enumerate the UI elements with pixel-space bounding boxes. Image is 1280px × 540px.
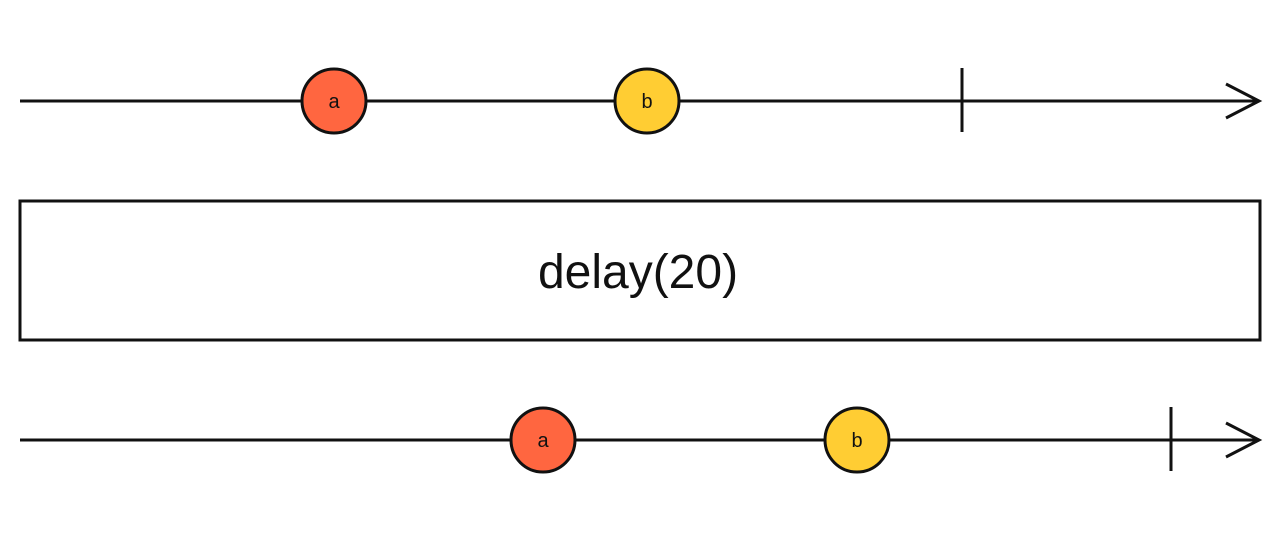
input-marble-b-label: b <box>641 91 652 113</box>
input-marble-a: a <box>300 67 368 135</box>
input-marble-b: b <box>613 67 681 135</box>
output-marble-b-circle <box>823 406 891 474</box>
input-arrow-head <box>1225 82 1263 120</box>
output-marble-a: a <box>509 406 577 474</box>
operator-label: delay(20) <box>538 246 738 299</box>
operator-box: delay(20) <box>18 199 1262 342</box>
input-stream: a b <box>20 67 1263 135</box>
output-marble-a-circle <box>509 406 577 474</box>
output-marble-a-label: a <box>537 430 549 452</box>
input-marble-b-circle <box>613 67 681 135</box>
output-marble-b-label: b <box>851 430 862 452</box>
input-marble-a-circle <box>300 67 368 135</box>
output-arrow-head <box>1225 421 1263 459</box>
input-marble-a-label: a <box>328 91 340 113</box>
output-stream: a b <box>20 406 1263 474</box>
output-marble-b: b <box>823 406 891 474</box>
operator-box-rect <box>18 199 1262 342</box>
